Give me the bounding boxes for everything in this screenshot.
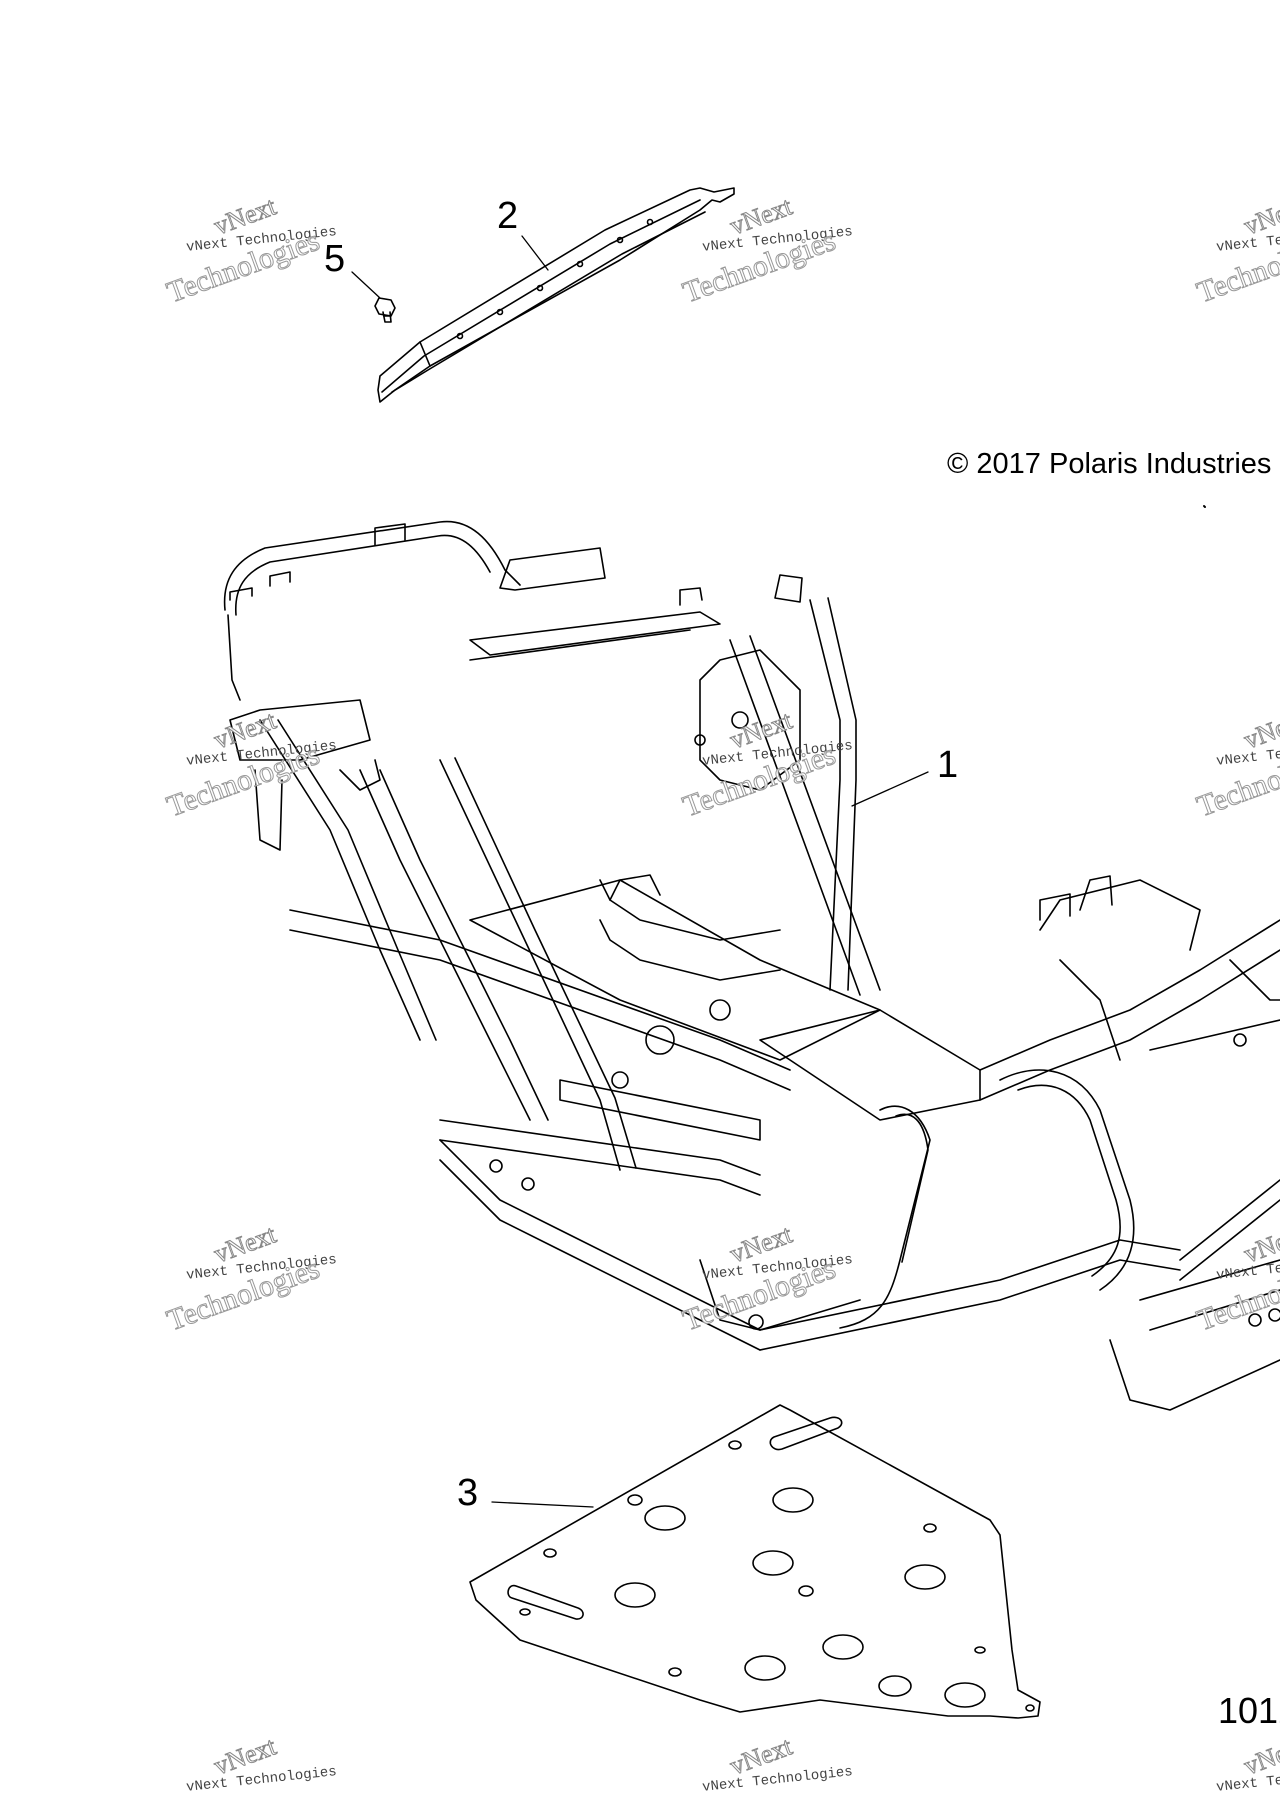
leader-line-5 xyxy=(351,271,381,299)
part-5-bolt xyxy=(374,297,396,323)
callout-5: 5 xyxy=(324,238,346,280)
callout-2: 2 xyxy=(497,195,519,237)
leader-line-3 xyxy=(491,1501,594,1508)
figure-number: 1012 xyxy=(1218,1690,1280,1731)
callout-1: 1 xyxy=(937,744,959,786)
leader-line-1 xyxy=(851,771,929,807)
part-2-rail xyxy=(377,187,735,403)
copyright-notice: © 2017 Polaris Industries xyxy=(947,448,1272,480)
part-1-frame xyxy=(223,520,1280,1411)
callout-3: 3 xyxy=(457,1472,479,1514)
part-3-skid-plate xyxy=(469,1404,1041,1719)
leader-lines xyxy=(351,235,929,1508)
leader-line-2 xyxy=(521,235,549,271)
